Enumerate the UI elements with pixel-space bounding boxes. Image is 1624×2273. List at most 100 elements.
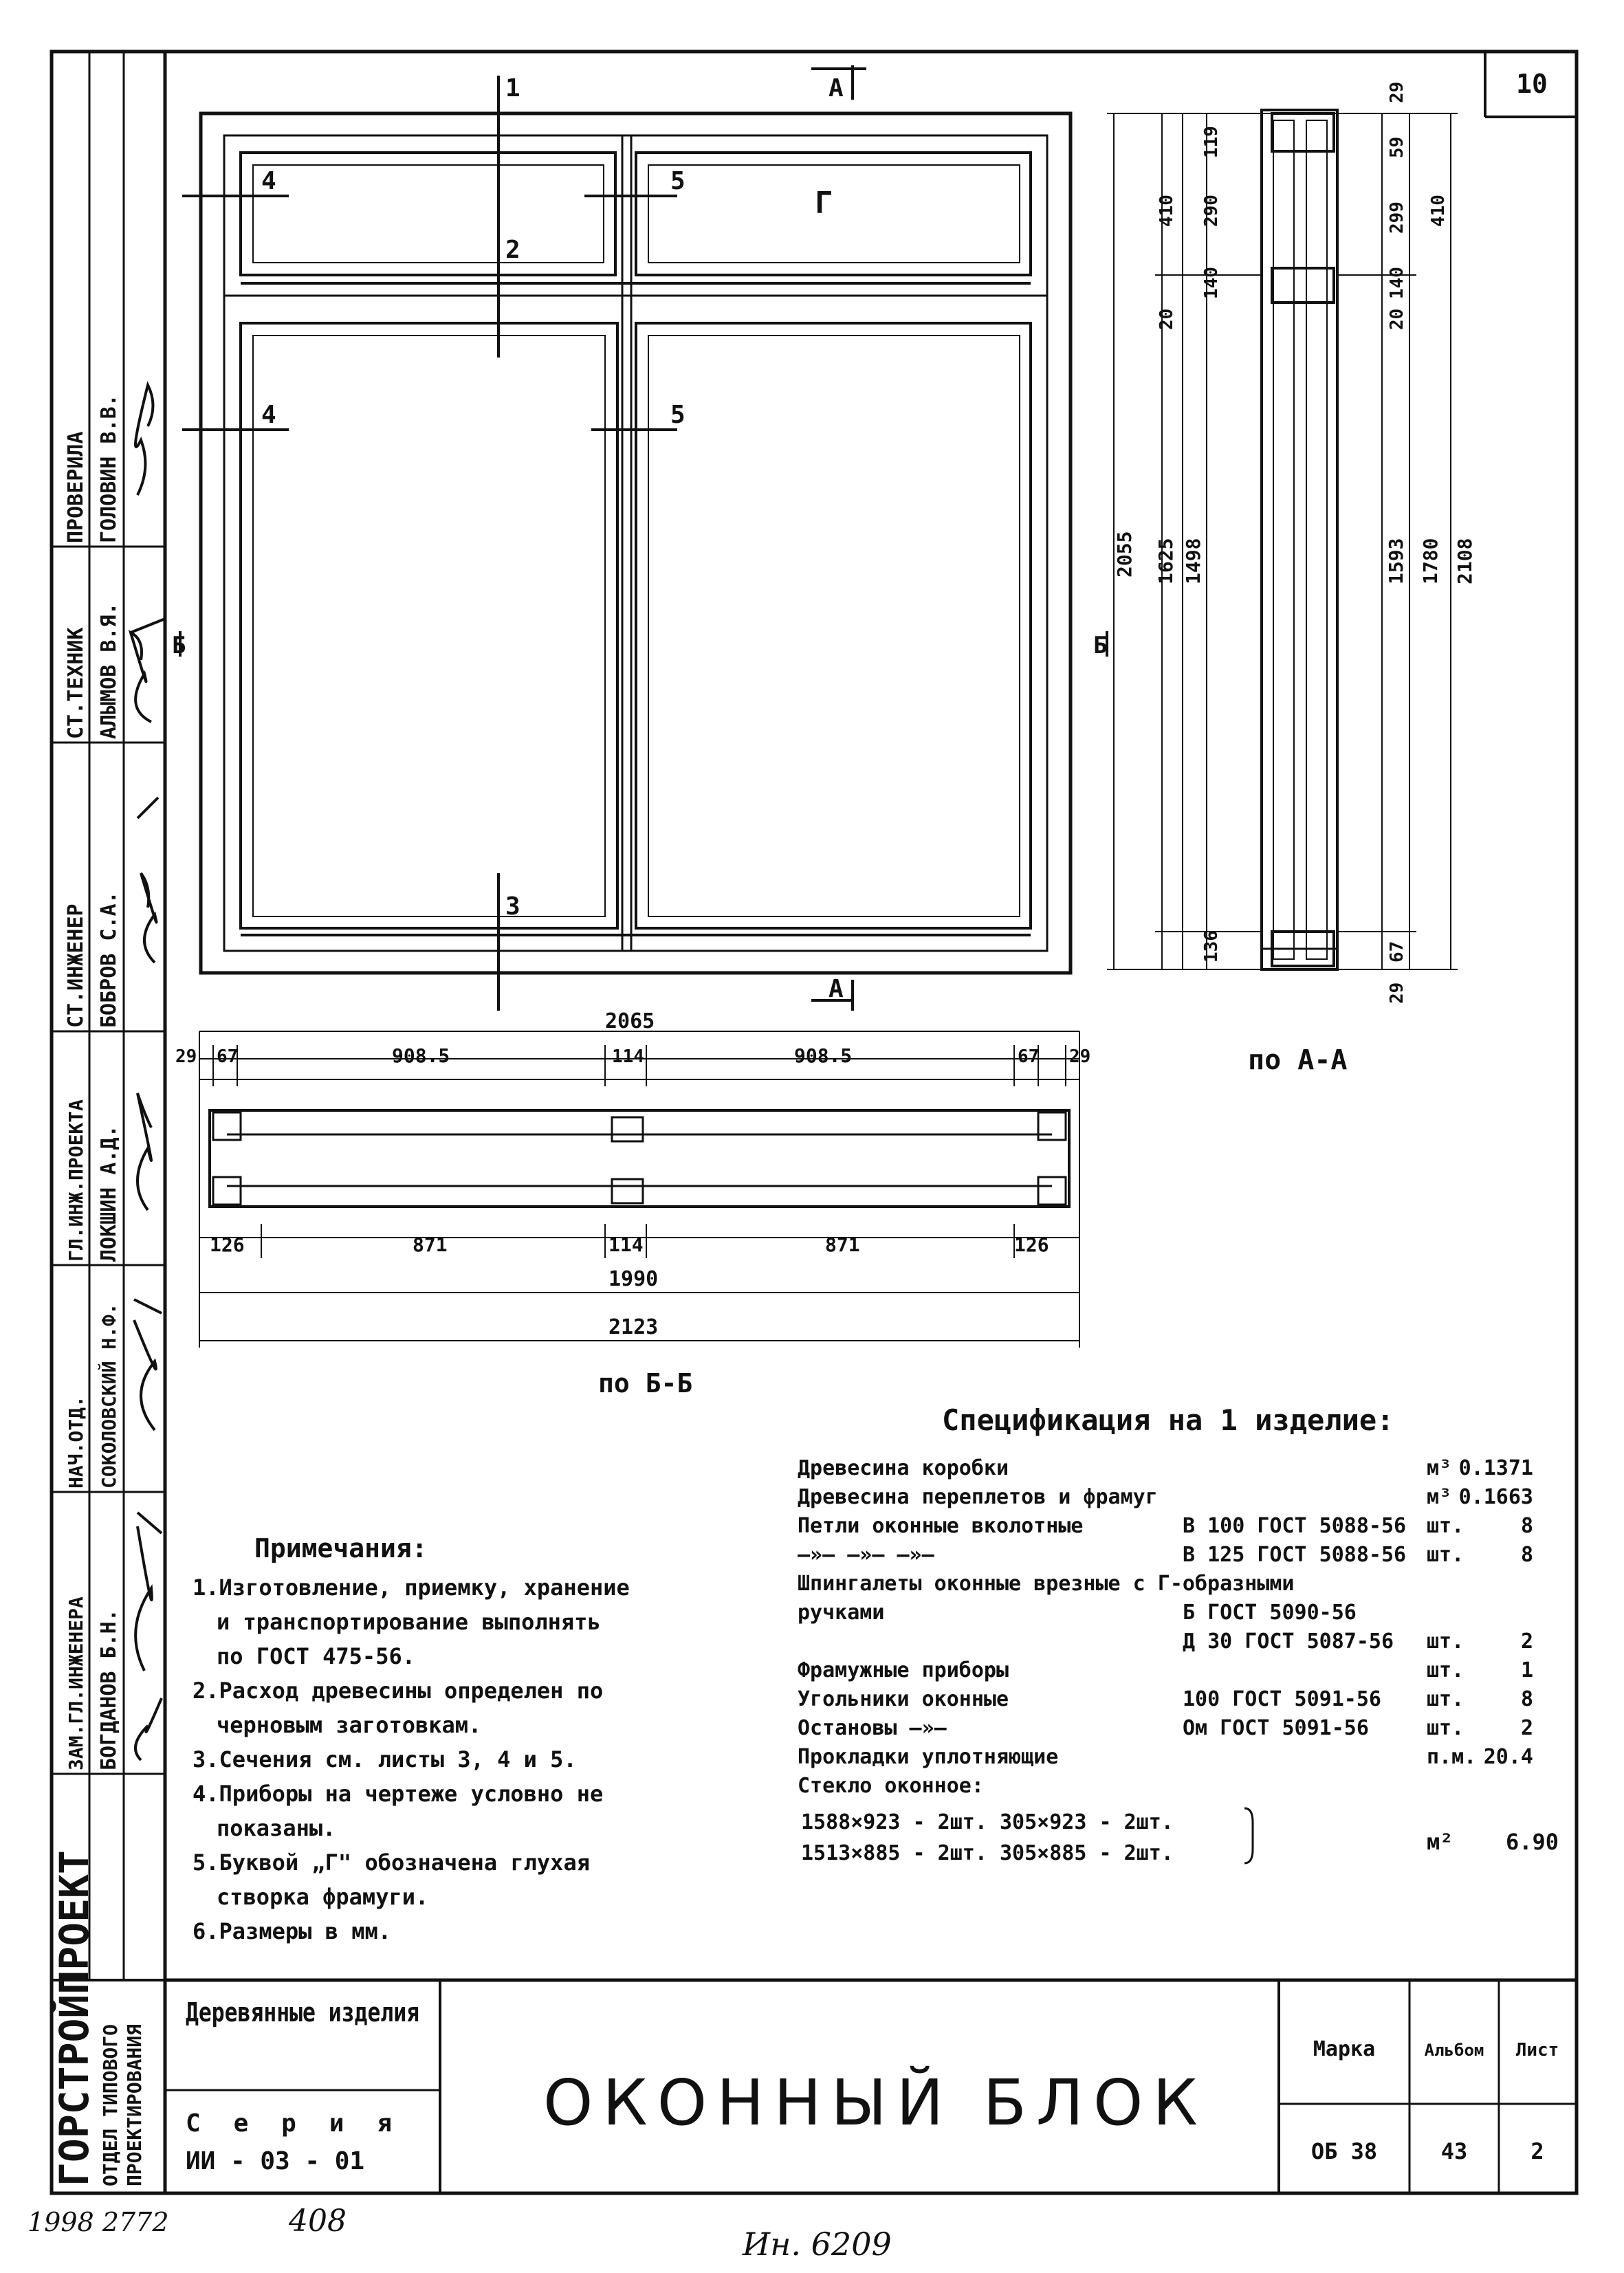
handwritten-inv: Ин. 6209 — [742, 2226, 892, 2263]
name-golovin: ГОЛОВИН В.В. — [97, 394, 121, 543]
window-elevation — [199, 111, 1073, 975]
dim-20-left: 20 — [1156, 309, 1177, 330]
dim-top-114: 114 — [612, 1046, 644, 1067]
name-alymov: АЛЫМОВ В.Я. — [97, 602, 121, 739]
spec-unit: шт. — [1427, 1716, 1464, 1740]
note-line: створка фрамуги. — [217, 1884, 428, 1910]
spec-unit: шт. — [1427, 1543, 1464, 1567]
spec-unit: м³ — [1427, 1456, 1451, 1480]
sec-mark-1: 1 — [505, 74, 520, 102]
spec-name: Древесина переплетов и фрамуг — [798, 1485, 1158, 1509]
section-aa-caption: по А-А — [1248, 1044, 1348, 1076]
spec-name: Древесина коробки — [798, 1456, 1009, 1480]
spec-name: ручками — [798, 1601, 884, 1625]
view-a-bottom: А — [829, 975, 844, 1003]
glass-qty: 6.90 — [1506, 1829, 1559, 1855]
album-value: 43 — [1441, 2138, 1468, 2164]
dim-1780: 1780 — [1419, 538, 1442, 584]
dim-bot-871-left: 871 — [413, 1233, 448, 1256]
spec-unit: шт. — [1427, 1658, 1464, 1682]
role-dept-head: НАЧ.ОТД. — [65, 1396, 87, 1489]
section-aa-dims: 2055 1625 1498 20 410 290 140 119 136 29… — [1113, 82, 1476, 1004]
spec-name: Прокладки уплотняющие — [798, 1745, 1058, 1769]
col-mark: Марка — [1313, 2037, 1375, 2061]
org-dept: ОТДЕЛ ТИПОВОГО — [99, 2024, 122, 2186]
dim-59-right: 59 — [1387, 137, 1407, 158]
spec-qty: 0.1371 — [1459, 1456, 1533, 1480]
spec-unit: п.м. — [1427, 1745, 1476, 1769]
signatures — [128, 381, 166, 1761]
spec-std: Б ГОСТ 5090-56 — [1183, 1601, 1357, 1625]
dim-1593: 1593 — [1385, 538, 1407, 584]
org-dept2: ПРОЕКТИРОВАНИЯ — [123, 2024, 146, 2186]
note-line: и транспортирование выполнять — [217, 1609, 601, 1635]
dim-top-67-right: 67 — [1018, 1046, 1039, 1067]
role-checked: ПРОВЕРИЛА — [64, 431, 88, 543]
spec-name: Петли оконные вколотные — [798, 1514, 1083, 1538]
dim-140-left: 140 — [1201, 267, 1222, 299]
dim-top-67-left: 67 — [217, 1046, 238, 1067]
note-line: 6.Размеры в мм. — [193, 1918, 391, 1944]
name-lokshin: ЛОКШИН А.Д. — [97, 1125, 121, 1262]
dim-140-right: 140 — [1387, 267, 1407, 299]
spec-qty: 8 — [1521, 1514, 1533, 1538]
spec-std: В 100 ГОСТ 5088-56 — [1183, 1514, 1406, 1538]
handwritten-left: 1998 2772 — [28, 2207, 169, 2237]
dim-2055: 2055 — [1113, 531, 1136, 578]
dim-top-29-left: 29 — [175, 1046, 197, 1067]
name-sokolovsky: СОКОЛОВСКИЙ Н.Ф. — [97, 1303, 120, 1489]
outer-frame — [50, 50, 1579, 2195]
plan-section-drawing — [208, 1109, 1071, 1208]
dim-top-908-right: 908.5 — [794, 1044, 852, 1067]
spec-unit: шт. — [1427, 1629, 1464, 1654]
sec-mark-5-top: 5 — [670, 167, 685, 195]
sec-mark-3: 3 — [505, 892, 520, 921]
note-line: 5.Буквой „Г" обозначена глухая — [193, 1849, 590, 1876]
spec-qty: 8 — [1521, 1543, 1533, 1567]
sec-mark-4-bot: 4 — [261, 401, 276, 429]
handwritten-middle: 408 — [288, 2204, 347, 2239]
spec-qty: 2 — [1521, 1716, 1533, 1740]
glass-unit: м² — [1427, 1829, 1453, 1855]
spec-unit: шт. — [1427, 1687, 1464, 1711]
spec-name: Фрамужные приборы — [798, 1658, 1009, 1682]
spec-qty: 1 — [1521, 1658, 1533, 1682]
dim-2065: 2065 — [605, 1009, 655, 1033]
dim-410-left: 410 — [1156, 195, 1177, 227]
org-name: ГОРСТРОЙПРОЕКТ — [50, 1850, 98, 2186]
role-deputy-chief: ЗАМ.ГЛ.ИНЖЕНЕРА — [65, 1596, 87, 1770]
col-sheet: Лист — [1516, 2040, 1559, 2061]
dim-2123: 2123 — [608, 1315, 658, 1339]
dim-1498: 1498 — [1182, 538, 1205, 584]
corner-sheet-number: 10 — [1516, 69, 1548, 99]
name-bobrov: БОБРОВ С.А. — [97, 891, 121, 1028]
sec-mark-b-right: Б — [1093, 632, 1107, 659]
spec-std: 100 ГОСТ 5091-56 — [1183, 1687, 1381, 1711]
spec-qty: 20.4 — [1484, 1745, 1533, 1769]
dim-bot-126-right: 126 — [1014, 1233, 1049, 1256]
role-engineer: СТ.ИНЖЕНЕР — [64, 903, 88, 1028]
spec-title: Спецификация на 1 изделие: — [942, 1403, 1394, 1437]
note-line: 3.Сечения см. листы 3, 4 и 5. — [193, 1746, 577, 1772]
dim-top-29-right: 29 — [1069, 1046, 1090, 1067]
spec-unit: м³ — [1427, 1485, 1451, 1509]
role-chief-project: ГЛ.ИНЖ.ПРОЕКТА — [65, 1099, 87, 1262]
role-technician: СТ.ТЕХНИК — [64, 627, 88, 739]
note-line: показаны. — [217, 1815, 336, 1841]
dim-67-right: 67 — [1387, 941, 1407, 963]
dim-136-left: 136 — [1201, 930, 1222, 963]
dim-top-908-left: 908.5 — [392, 1044, 450, 1067]
note-line: 4.Приборы на чертеже условно не — [193, 1781, 603, 1807]
note-line: по ГОСТ 475-56. — [217, 1643, 415, 1669]
notes-title: Примечания: — [254, 1533, 428, 1563]
sec-mark-5-bot: 5 — [670, 401, 685, 429]
dim-bot-871-right: 871 — [825, 1233, 860, 1256]
sheet-value: 2 — [1530, 2138, 1544, 2164]
specification: Спецификация на 1 изделие: Древесина кор… — [798, 1403, 1559, 1865]
dim-29-top-right: 29 — [1387, 82, 1407, 103]
spec-std: Д 30 ГОСТ 5087-56 — [1183, 1629, 1394, 1654]
dim-1625: 1625 — [1154, 538, 1177, 584]
dim-bot-126-left: 126 — [210, 1233, 245, 1256]
